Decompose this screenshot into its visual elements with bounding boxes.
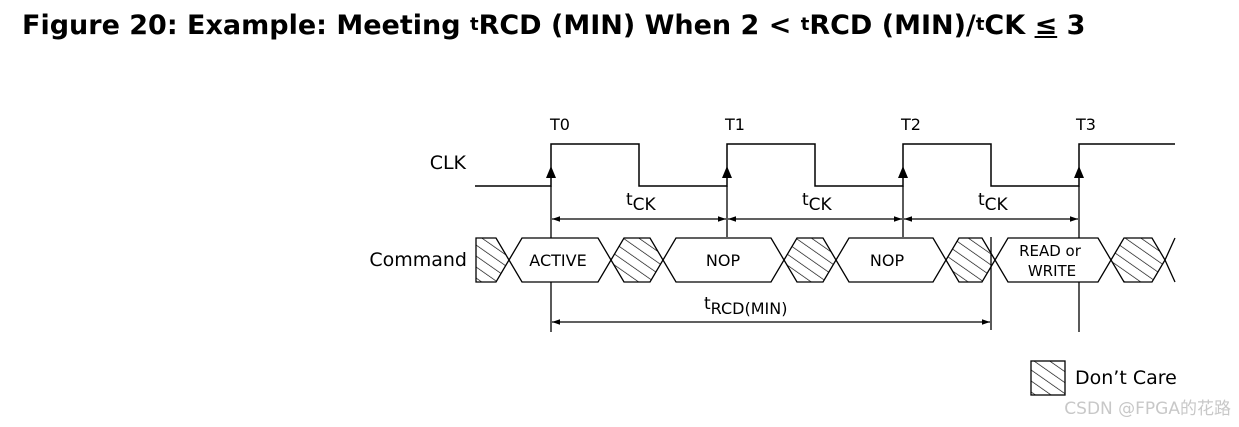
tck-label-2: tCK xyxy=(802,190,833,215)
command-cell-read-write xyxy=(994,237,1112,283)
figure-title: Figure 20: Example: Meeting tRCD (MIN) W… xyxy=(22,10,1085,41)
title-t-2: t xyxy=(800,14,810,35)
rising-edge-arrow-t3 xyxy=(1074,166,1084,178)
title-part-3: RCD (MIN)/ xyxy=(809,10,976,41)
command-text-nop-2: NOP xyxy=(870,251,905,270)
clk-label: CLK xyxy=(430,152,467,174)
title-t-3: t xyxy=(975,14,985,35)
command-text-nop-1: NOP xyxy=(706,251,741,270)
dont-care-region xyxy=(783,237,837,283)
legend-label: Don’t Care xyxy=(1075,367,1177,389)
command-cell-nop-2 xyxy=(835,237,947,283)
command-cell-active xyxy=(508,237,612,283)
command-label: Command xyxy=(369,249,467,271)
dont-care-region-edge xyxy=(1164,237,1176,283)
dont-care-region xyxy=(945,237,996,283)
title-t-1: t xyxy=(469,14,479,35)
dont-care-region xyxy=(475,237,510,283)
tck-label-3: tCK xyxy=(978,190,1009,215)
rising-edge-arrow-t0 xyxy=(546,166,556,178)
edge-label-t2: T2 xyxy=(900,115,921,134)
command-text-write: WRITE xyxy=(1028,262,1076,280)
dont-care-region xyxy=(610,237,664,283)
rising-edge-arrow-t2 xyxy=(898,166,908,178)
legend-swatch xyxy=(1030,360,1066,396)
command-cell-nop-1 xyxy=(662,237,785,283)
title-part-1: Figure 20: Example: Meeting xyxy=(22,10,470,41)
tck-label-1: tCK xyxy=(626,190,657,215)
edge-label-t1: T1 xyxy=(724,115,745,134)
clock-waveform xyxy=(475,143,1175,187)
title-part-4: CK xyxy=(984,10,1035,41)
title-less-equal: ≤ xyxy=(1034,10,1058,41)
title-part-2: RCD (MIN) When 2 < xyxy=(478,10,801,41)
command-text-read-or: READ or xyxy=(1019,242,1082,260)
edge-label-t0: T0 xyxy=(549,115,570,134)
rising-edge-arrow-t1 xyxy=(722,166,732,178)
command-text-active: ACTIVE xyxy=(529,251,586,270)
title-part-5: 3 xyxy=(1057,10,1086,41)
edge-label-t3: T3 xyxy=(1075,115,1096,134)
trcd-label: tRCD(MIN) xyxy=(704,294,787,318)
watermark: CSDN @FPGA的花路 xyxy=(1064,399,1231,419)
dont-care-region xyxy=(1110,237,1166,283)
